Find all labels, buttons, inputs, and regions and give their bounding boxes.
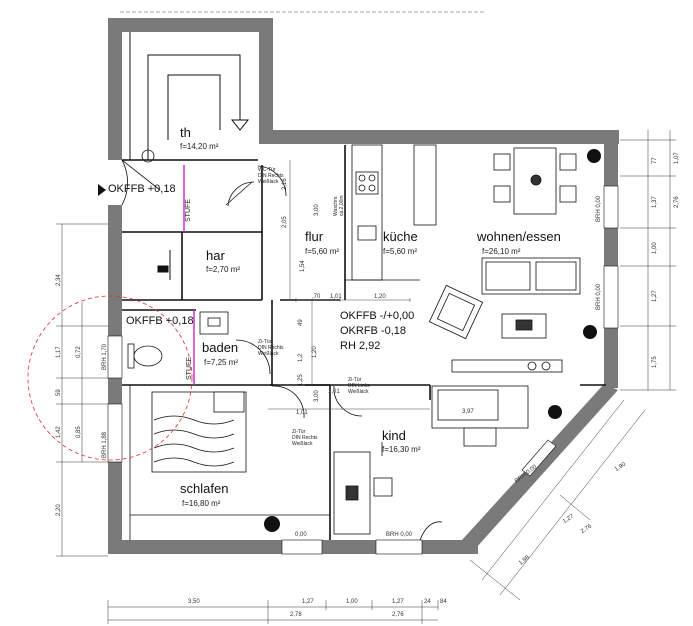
room-name-wohnen: wohnen/essen: [477, 229, 561, 244]
room-name-th: th: [180, 125, 191, 140]
highlight-circle: [27, 295, 193, 461]
interior-dimension-lines: [268, 160, 430, 410]
room-name-har: har: [206, 248, 225, 263]
wc-door-swing: [257, 165, 287, 197]
entry-level-marker: [98, 184, 106, 196]
brh-right-2: BRH 0,00: [596, 283, 602, 310]
dim-int-7: 3,00: [314, 390, 320, 402]
door-note-wc: WC-Tür DIN Rechts Weißlack: [258, 167, 284, 185]
dim-int-0: 3,00: [314, 204, 320, 216]
room-area-baden: f=7,25 m²: [204, 358, 239, 367]
dim-int-14: 1,20: [312, 346, 318, 358]
dim-right-inner-2: 1,00: [652, 242, 658, 254]
door-note-bed: Zi-Tür DIN Rechts Weißlack: [292, 429, 318, 447]
interior-walls: [122, 145, 606, 540]
dim-int-11: 1,25: [298, 374, 304, 386]
dim-int-1: 1,54: [300, 260, 306, 272]
entry-door: [121, 149, 161, 206]
dim-left-5: 0,85: [76, 426, 82, 438]
washer-note: Waschm. ca.2,00m: [333, 195, 345, 216]
dim-int-13: 1,2: [298, 353, 304, 362]
room-area-flur: f=5,60 m²: [305, 247, 340, 256]
room-name-baden: baden: [202, 340, 239, 355]
dining-table: [493, 147, 577, 215]
brh-left-2: BRH 1,88: [102, 431, 108, 458]
bath-fixtures: [127, 311, 271, 375]
room-area-schlafen: f=16,80 m²: [182, 499, 221, 508]
room-area-wohnen: f=26,10 m²: [482, 247, 521, 256]
dim-right-inner-1: 1,37: [652, 196, 658, 208]
dim-int-5: 1,20: [374, 294, 386, 300]
level-bath: OKFFB +0,18: [126, 315, 194, 327]
sideboard: [451, 359, 563, 373]
dim-bottom-2: 1,00: [346, 599, 358, 605]
dim-int-8: 3,97: [462, 409, 474, 415]
dim-right-outer-1: 2,76: [674, 196, 680, 208]
dim-bottom-5: 84: [440, 599, 447, 605]
dim-left-2: 0,72: [76, 346, 82, 358]
dim-left-6: 2,20: [56, 504, 62, 516]
dim-bottom-6: 2,78: [290, 612, 302, 618]
room-area-th: f=14,20 m²: [180, 142, 219, 151]
armchair: [428, 284, 484, 340]
plants: [264, 149, 601, 532]
room-name-schlafen: schlafen: [180, 481, 229, 496]
dim-int-4: 1,01: [296, 410, 308, 416]
dim-int-9: 1,01: [328, 389, 340, 395]
room-name-flur: flur: [305, 229, 324, 244]
bed: [151, 391, 247, 473]
stufe-note-upper: STUFE: [185, 199, 192, 222]
level-entry: OKFFB +0,18: [108, 183, 176, 195]
dim-left-4: 1,42: [56, 426, 62, 438]
har-door-swing: [227, 181, 255, 207]
bottom-dimension-chain: [107, 600, 439, 624]
sofa: [481, 257, 581, 339]
dim-left-1: 1,17: [56, 346, 62, 358]
door-note-bath: Zi-Tür DIN Rechts Weißlack: [258, 339, 284, 357]
dim-left-0: 2,34: [56, 274, 62, 286]
room-name-kind: kind: [382, 428, 406, 443]
room-area-kind: f=16,30 m²: [382, 445, 421, 454]
dim-int-10: 2,05: [282, 216, 288, 228]
left-dimension-chain: [56, 223, 108, 557]
dim-left-3: 59: [56, 389, 62, 396]
dim-int-6: ,70: [312, 294, 321, 300]
dim-bottom-4: 24: [424, 599, 431, 605]
room-area-har: f=2,70 m²: [206, 265, 241, 274]
diagonal-dimension-lines: [469, 399, 646, 601]
room-name-kuche: küche: [383, 229, 418, 244]
windows: [107, 185, 619, 555]
level-center-3: RH 2,92: [340, 340, 381, 352]
har-fixture: [157, 250, 171, 280]
dim-bottom-7: 2,76: [392, 612, 404, 618]
dim-bottom-0: 3,50: [188, 599, 200, 605]
door-note-kind: Zi-Tür DIN Links Weißlack: [348, 377, 370, 395]
dim-int-2: 2,16: [282, 178, 288, 190]
level-center-2: OKRFB -0,18: [340, 325, 407, 337]
stufe-note-lower: STUFE: [186, 357, 193, 380]
brh-bottom-1: 0,00: [295, 532, 307, 538]
right-dimension-chain: [620, 130, 676, 391]
kind-furniture: [333, 385, 529, 541]
brh-right-1: BRH 0,00: [596, 195, 602, 222]
staircase: [129, 32, 250, 160]
brh-bottom-2: BRH 0,00: [386, 532, 413, 538]
dim-right-inner-0: 77: [652, 157, 658, 164]
dim-right-inner-4: 1,75: [652, 356, 658, 368]
room-area-kuche: f=5,60 m²: [383, 247, 418, 256]
level-center-1: OKFFB -/+0,00: [340, 310, 415, 322]
dim-int-3: 1,01: [330, 294, 342, 300]
kitchen-counter: [345, 144, 437, 281]
dim-right-outer-0: 1,07: [674, 152, 680, 164]
dim-int-12: 49: [298, 319, 304, 326]
dim-right-inner-3: 1,27: [652, 290, 658, 302]
dim-bottom-1: 1,27: [302, 599, 314, 605]
dim-bottom-3: 1,27: [392, 599, 404, 605]
bedroom-lines: [129, 385, 363, 540]
brh-left-1: BRH 1,70: [102, 343, 108, 370]
